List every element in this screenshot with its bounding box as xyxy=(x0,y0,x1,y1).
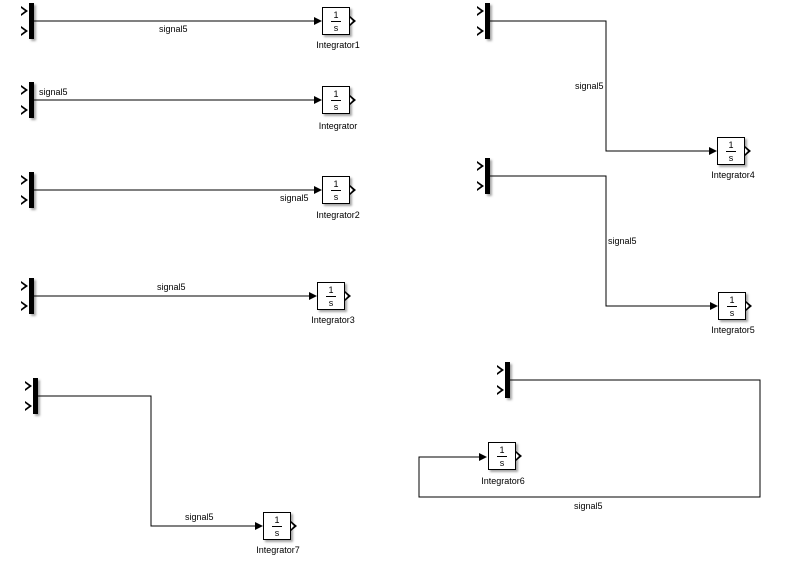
bus-block-7[interactable] xyxy=(25,378,38,414)
integrator6-label[interactable]: Integrator6 xyxy=(481,476,525,486)
bus-block-4[interactable] xyxy=(21,278,34,314)
signal-label-7[interactable]: signal5 xyxy=(185,512,214,522)
signal-label-5[interactable]: signal5 xyxy=(575,81,604,91)
block-denominator: s xyxy=(328,297,334,308)
integrator3-label[interactable]: Integrator3 xyxy=(311,315,355,325)
integrator5-block[interactable]: 1 s xyxy=(718,292,752,320)
signal-label-8[interactable]: signal5 xyxy=(574,501,603,511)
signal-label-4[interactable]: signal5 xyxy=(157,282,186,292)
fraction-bar xyxy=(331,99,341,101)
bus-block-5[interactable] xyxy=(477,3,490,39)
block-denominator: s xyxy=(333,101,339,112)
input-port-icon xyxy=(477,181,484,191)
block-denominator: s xyxy=(728,152,734,163)
signal-line-integrator7 xyxy=(38,395,263,530)
input-port-icon xyxy=(477,161,484,171)
integrator6-block[interactable]: 1 s xyxy=(488,442,522,470)
input-port-icon xyxy=(25,401,32,411)
signal-line-integrator5 xyxy=(490,175,718,310)
fraction-bar xyxy=(331,189,341,191)
block-denominator: s xyxy=(729,307,735,318)
signal-line-integrator6 xyxy=(418,379,761,498)
signal-label-6[interactable]: signal5 xyxy=(608,236,637,246)
output-port-icon xyxy=(350,95,356,105)
input-port-icon xyxy=(497,365,504,375)
block-numerator: 1 xyxy=(729,294,735,305)
integrator2-block[interactable]: 1 s xyxy=(322,176,356,204)
input-port-icon xyxy=(21,85,28,95)
integrator-label[interactable]: Integrator xyxy=(318,121,358,131)
block-numerator: 1 xyxy=(333,178,339,189)
integrator4-block[interactable]: 1 s xyxy=(717,137,751,165)
input-port-icon xyxy=(21,281,28,291)
output-port-icon xyxy=(291,521,297,531)
fraction-bar xyxy=(727,305,737,307)
input-port-icon xyxy=(477,6,484,16)
signal-label-2[interactable]: signal5 xyxy=(39,87,68,97)
input-port-icon xyxy=(497,385,504,395)
fraction-bar xyxy=(272,525,282,527)
input-port-icon xyxy=(21,26,28,36)
integrator7-block[interactable]: 1 s xyxy=(263,512,297,540)
block-denominator: s xyxy=(333,191,339,202)
block-numerator: 1 xyxy=(274,514,280,525)
bus-block-6[interactable] xyxy=(477,158,490,194)
integrator1-label[interactable]: Integrator1 xyxy=(316,40,360,50)
input-port-icon xyxy=(21,175,28,185)
integrator4-label[interactable]: Integrator4 xyxy=(711,170,755,180)
fraction-bar xyxy=(497,455,507,457)
bus-block-8[interactable] xyxy=(497,362,510,398)
output-port-icon xyxy=(350,16,356,26)
block-denominator: s xyxy=(274,527,280,538)
output-port-icon xyxy=(745,146,751,156)
integrator-block[interactable]: 1 s xyxy=(322,86,356,114)
output-port-icon xyxy=(746,301,752,311)
input-port-icon xyxy=(21,6,28,16)
input-port-icon xyxy=(25,381,32,391)
integrator1-block[interactable]: 1 s xyxy=(322,7,356,35)
input-port-icon xyxy=(21,301,28,311)
block-numerator: 1 xyxy=(333,9,339,20)
block-denominator: s xyxy=(499,457,505,468)
fraction-bar xyxy=(726,150,736,152)
signal-label-3[interactable]: signal5 xyxy=(280,193,309,203)
block-numerator: 1 xyxy=(499,444,505,455)
bus-block-2[interactable] xyxy=(21,82,34,118)
block-numerator: 1 xyxy=(728,139,734,150)
input-port-icon xyxy=(21,195,28,205)
fraction-bar xyxy=(326,295,336,297)
output-port-icon xyxy=(345,291,351,301)
input-port-icon xyxy=(21,105,28,115)
integrator2-label[interactable]: Integrator2 xyxy=(316,210,360,220)
input-port-icon xyxy=(477,26,484,36)
output-port-icon xyxy=(516,451,522,461)
bus-block-3[interactable] xyxy=(21,172,34,208)
integrator5-label[interactable]: Integrator5 xyxy=(711,325,755,335)
integrator7-label[interactable]: Integrator7 xyxy=(256,545,300,555)
block-numerator: 1 xyxy=(333,88,339,99)
block-denominator: s xyxy=(333,22,339,33)
fraction-bar xyxy=(331,20,341,22)
signal-line-integrator4 xyxy=(490,20,717,155)
signal-label-1[interactable]: signal5 xyxy=(159,24,188,34)
integrator3-block[interactable]: 1 s xyxy=(317,282,351,310)
block-numerator: 1 xyxy=(328,284,334,295)
bus-block-1[interactable] xyxy=(21,3,34,39)
output-port-icon xyxy=(350,185,356,195)
